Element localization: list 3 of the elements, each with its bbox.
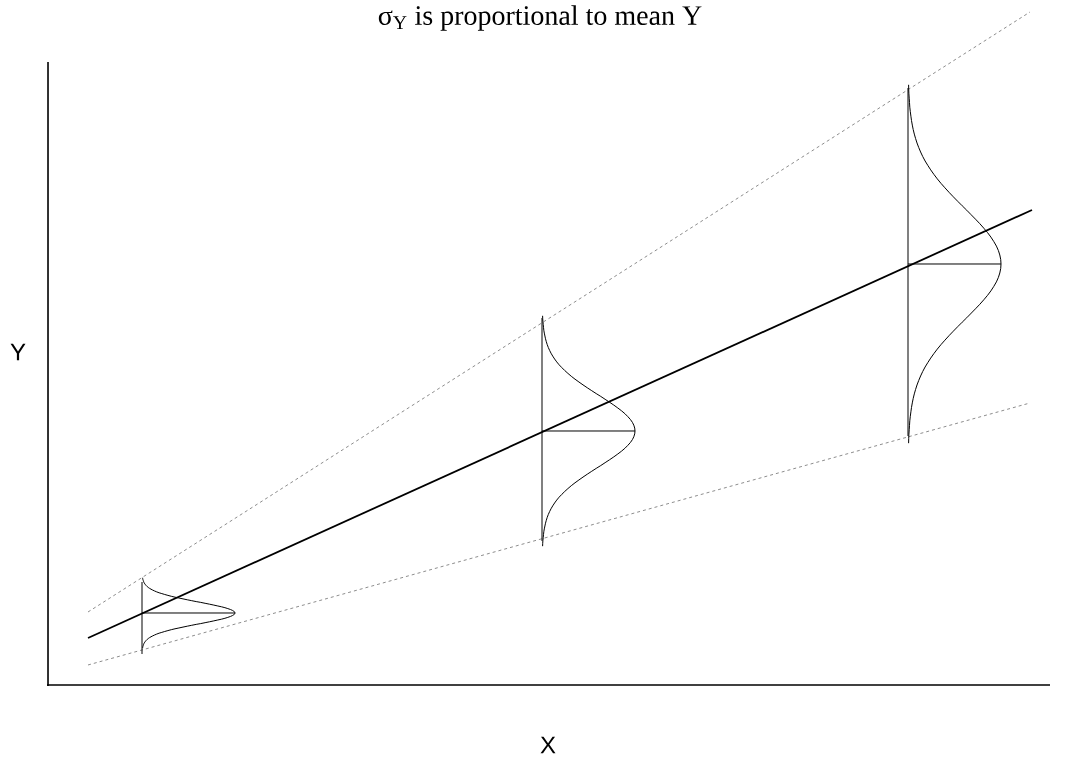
axis-label: X	[540, 736, 556, 754]
axis-label: Y	[10, 343, 26, 361]
title: σ$_{Y}$ is proportional to mean Y	[378, 5, 702, 31]
